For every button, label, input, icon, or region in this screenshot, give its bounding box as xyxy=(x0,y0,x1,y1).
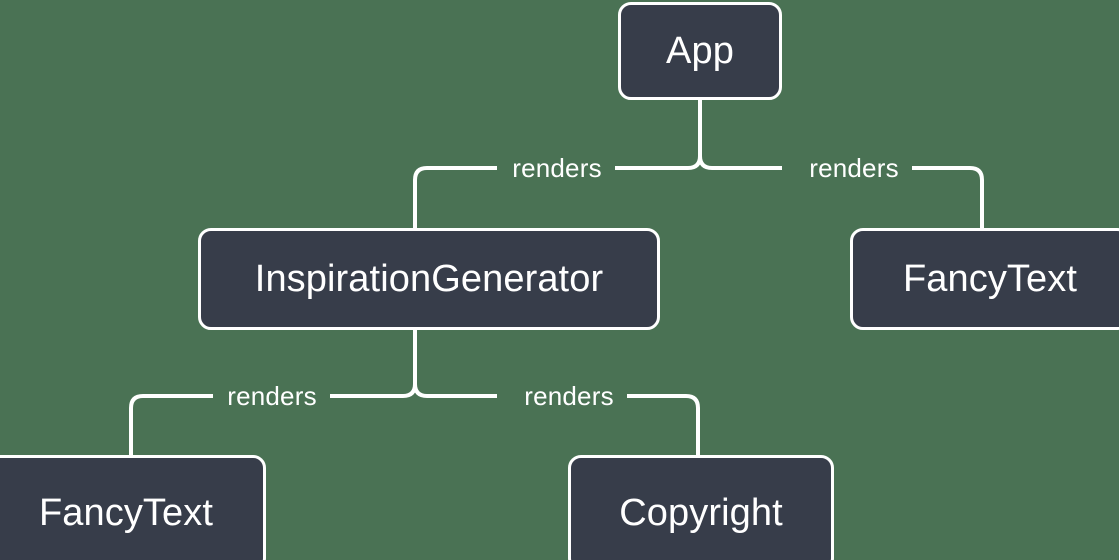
node-inspiration-generator-label: InspirationGenerator xyxy=(254,258,604,300)
node-fancytext-bottom-label: FancyText xyxy=(38,492,214,534)
node-inspiration-generator[interactable]: InspirationGenerator xyxy=(198,228,660,330)
edge-inspiration-split-right xyxy=(413,383,497,398)
node-copyright-label: Copyright xyxy=(619,492,783,534)
node-app-label: App xyxy=(666,30,734,72)
edge-inspiration-to-fancytext-bottom xyxy=(129,394,213,455)
edge-label-app-to-fancytext-right: renders xyxy=(809,153,899,183)
edge-app-to-fancytext-right xyxy=(912,166,984,228)
edge-inspiration-to-copyright xyxy=(627,394,700,455)
node-copyright[interactable]: Copyright xyxy=(568,455,834,560)
node-fancytext-right-label: FancyText xyxy=(902,258,1078,300)
edge-app-to-inspiration-generator xyxy=(413,166,497,228)
node-app[interactable]: App xyxy=(618,2,782,100)
edge-app-split-right xyxy=(698,155,782,170)
edge-label-inspiration-generator-to-copyright: renders xyxy=(524,381,614,411)
edge-label-app-to-inspiration-generator: renders xyxy=(512,153,602,183)
edge-label-inspiration-generator-to-fancytext-bottom: renders xyxy=(227,381,317,411)
node-fancytext-bottom[interactable]: FancyText xyxy=(0,455,266,560)
node-fancytext-right[interactable]: FancyText xyxy=(850,228,1119,330)
edge-app-split-left xyxy=(615,155,702,170)
edge-inspiration-split-left xyxy=(330,383,417,398)
